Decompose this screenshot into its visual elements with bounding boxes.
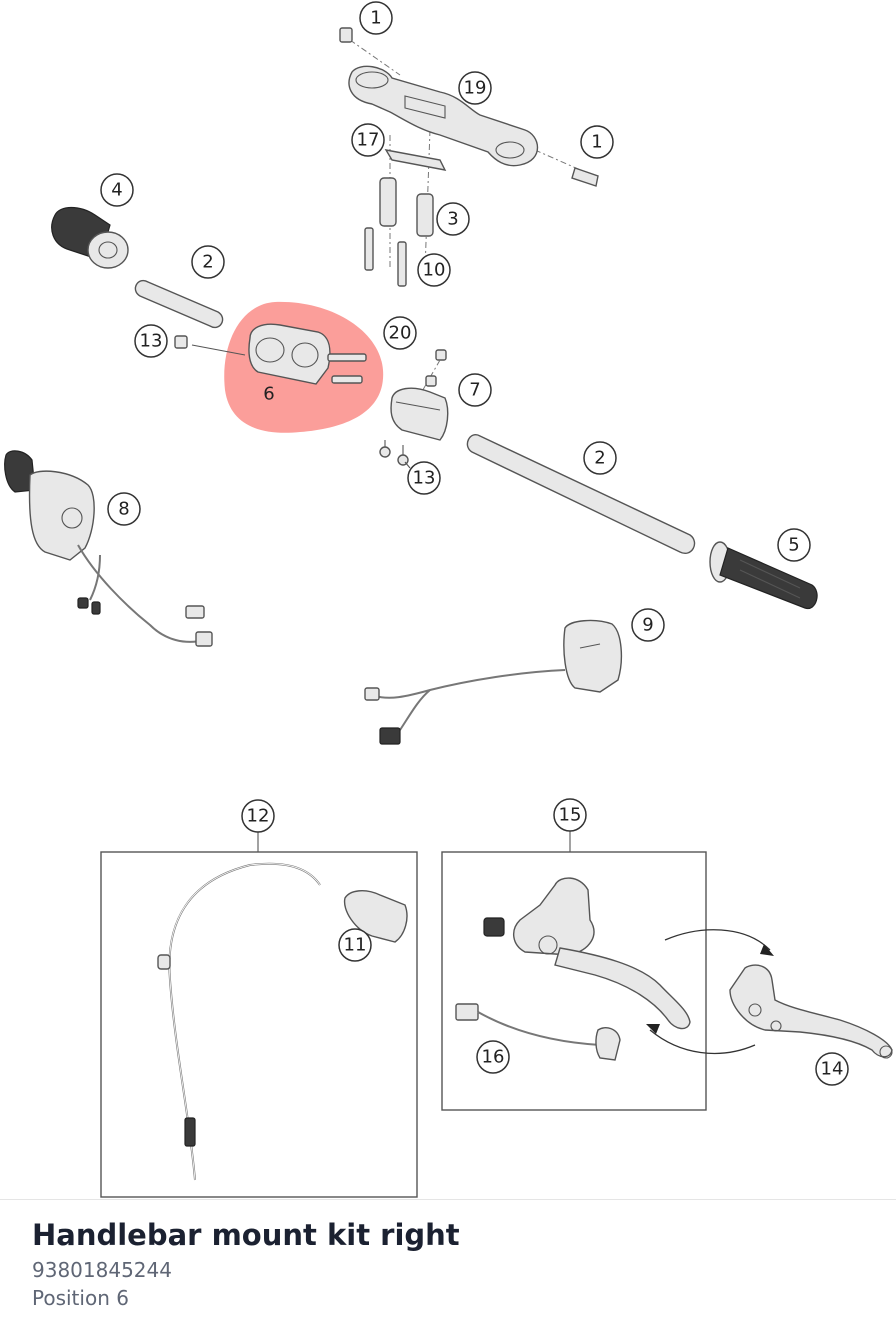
callout-label: 7 bbox=[469, 380, 480, 401]
callout-15[interactable]: 15 bbox=[553, 798, 587, 832]
callout-9[interactable]: 9 bbox=[631, 608, 665, 642]
callout-label: 3 bbox=[447, 209, 458, 230]
left-switch-part-8 bbox=[4, 450, 213, 647]
callout-circle bbox=[134, 324, 168, 358]
callout-label: 2 bbox=[594, 448, 605, 469]
callout-6[interactable]: 6 bbox=[263, 384, 274, 405]
box-part-12 bbox=[100, 830, 418, 1198]
callout-circle bbox=[777, 528, 811, 562]
part-title: Handlebar mount kit right bbox=[32, 1218, 460, 1252]
right-grip-part-5 bbox=[709, 541, 818, 610]
callout-label: 4 bbox=[111, 180, 122, 201]
callout-label: 8 bbox=[118, 499, 129, 520]
callout-circle bbox=[338, 928, 372, 962]
bar-tube-left-part-2 bbox=[134, 279, 224, 329]
callout-label: 11 bbox=[344, 935, 367, 956]
callout-11[interactable]: 11 bbox=[338, 928, 372, 962]
left-grip-part-4 bbox=[51, 206, 129, 269]
callout-label: 14 bbox=[821, 1059, 844, 1080]
triple-clamp-assembly bbox=[339, 27, 599, 287]
swap-arrows-icon bbox=[646, 929, 774, 1055]
right-switch-part-9 bbox=[364, 619, 623, 745]
callout-7[interactable]: 7 bbox=[458, 373, 492, 407]
callout-circle bbox=[580, 125, 614, 159]
callout-circle bbox=[359, 1, 393, 35]
callout-20[interactable]: 20 bbox=[383, 316, 417, 350]
nut-part-13-upper bbox=[174, 335, 246, 356]
callout-circle bbox=[241, 799, 275, 833]
callout-label: 12 bbox=[247, 806, 270, 827]
callout-circle bbox=[458, 373, 492, 407]
callout-13[interactable]: 13 bbox=[134, 324, 168, 358]
callout-1[interactable]: 1 bbox=[359, 1, 393, 35]
callout-2[interactable]: 2 bbox=[583, 441, 617, 475]
callout-circle bbox=[417, 253, 451, 287]
box-part-15 bbox=[441, 830, 707, 1111]
part-position: Position 6 bbox=[32, 1286, 129, 1310]
callout-label: 13 bbox=[140, 331, 163, 352]
bolt-part-20 bbox=[419, 349, 447, 396]
callout-label: 1 bbox=[370, 8, 381, 29]
handlebar-mount-part-6 bbox=[248, 323, 367, 385]
callout-2[interactable]: 2 bbox=[191, 245, 225, 279]
callout-label: 16 bbox=[482, 1047, 505, 1068]
callout-5[interactable]: 5 bbox=[777, 528, 811, 562]
callout-circle bbox=[553, 798, 587, 832]
callout-circle bbox=[351, 123, 385, 157]
part-number: 93801845244 bbox=[32, 1258, 172, 1282]
callout-label: 13 bbox=[413, 468, 436, 489]
callout-16[interactable]: 16 bbox=[476, 1040, 510, 1074]
callout-label: 2 bbox=[202, 252, 213, 273]
lever-part-14 bbox=[729, 964, 893, 1059]
callout-circle bbox=[476, 1040, 510, 1074]
callout-circle bbox=[458, 71, 492, 105]
callout-label: 5 bbox=[788, 535, 799, 556]
callout-label: 1 bbox=[591, 132, 602, 153]
callout-circle bbox=[631, 608, 665, 642]
callout-17[interactable]: 17 bbox=[351, 123, 385, 157]
callout-circle bbox=[383, 316, 417, 350]
callout-10[interactable]: 10 bbox=[417, 253, 451, 287]
part-info-panel: Handlebar mount kit right 93801845244 Po… bbox=[32, 1214, 872, 1312]
callout-19[interactable]: 19 bbox=[458, 71, 492, 105]
callout-12[interactable]: 12 bbox=[241, 799, 275, 833]
bar-tube-right-part-2 bbox=[466, 434, 696, 554]
callout-circle bbox=[436, 202, 470, 236]
callout-13[interactable]: 13 bbox=[407, 461, 441, 495]
callout-label: 15 bbox=[559, 805, 582, 826]
callout-circle bbox=[815, 1052, 849, 1086]
callout-label: 20 bbox=[389, 323, 412, 344]
callout-label: 10 bbox=[423, 260, 446, 281]
callout-4[interactable]: 4 bbox=[100, 173, 134, 207]
callout-circle bbox=[107, 492, 141, 526]
callout-circle bbox=[100, 173, 134, 207]
mount-bracket-part-7 bbox=[379, 375, 449, 466]
callout-circle bbox=[191, 245, 225, 279]
callout-8[interactable]: 8 bbox=[107, 492, 141, 526]
callout-3[interactable]: 3 bbox=[436, 202, 470, 236]
callout-14[interactable]: 14 bbox=[815, 1052, 849, 1086]
callout-label: 19 bbox=[464, 78, 487, 99]
callout-label: 9 bbox=[642, 615, 653, 636]
callout-1[interactable]: 1 bbox=[580, 125, 614, 159]
divider bbox=[0, 1199, 896, 1200]
callout-label: 17 bbox=[357, 130, 380, 151]
callout-circle bbox=[583, 441, 617, 475]
callout-label: 6 bbox=[263, 384, 274, 405]
callout-circle bbox=[407, 461, 441, 495]
